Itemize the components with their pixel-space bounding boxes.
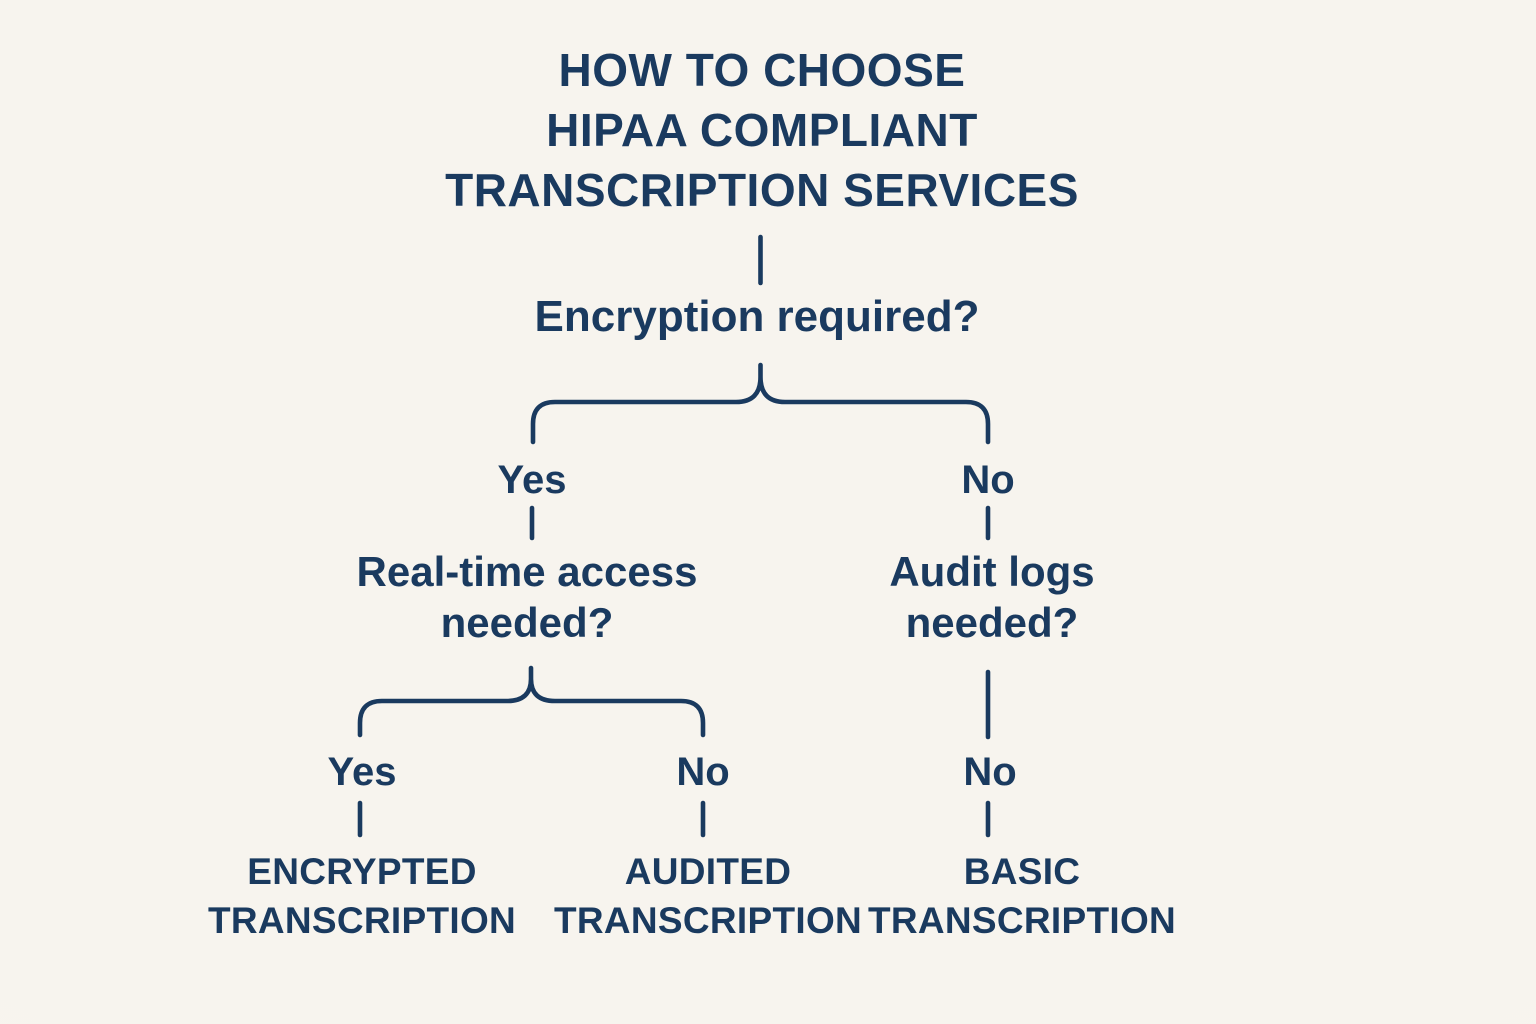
question-realtime-access: Real-time access needed? <box>357 546 698 648</box>
answer-no-level2-right: No <box>963 750 1017 794</box>
answer-no-level2: No <box>676 750 730 794</box>
answer-yes-level1: Yes <box>497 458 567 502</box>
question-realtime-access-line: needed? <box>440 599 614 646</box>
outcome-audited-transcription: AUDITED TRANSCRIPTION <box>554 847 862 945</box>
outcome-audited-line: AUDITED <box>624 851 792 892</box>
outcome-basic-line: TRANSCRIPTION <box>867 900 1177 941</box>
diagram-title-line: HIPAA COMPLIANT <box>546 104 978 156</box>
brace-level1-split <box>530 362 991 445</box>
outcome-basic-line: BASIC <box>963 851 1081 892</box>
diagram-title-line: TRANSCRIPTION SERVICES <box>445 164 1079 216</box>
brace-level2-split <box>357 665 706 738</box>
outcome-encrypted-line: ENCRYPTED <box>247 851 477 892</box>
outcome-encrypted-line: TRANSCRIPTION <box>207 900 517 941</box>
diagram-title: HOW TO CHOOSE HIPAA COMPLIANT TRANSCRIPT… <box>445 40 1079 220</box>
diagram-title-line: HOW TO CHOOSE <box>558 44 966 96</box>
question-encryption-required: Encryption required? <box>534 292 980 341</box>
question-audit-logs-line: Audit logs <box>889 548 1095 595</box>
outcome-audited-line: TRANSCRIPTION <box>553 900 863 941</box>
question-audit-logs-line: needed? <box>905 599 1079 646</box>
outcome-basic-transcription: BASIC TRANSCRIPTION <box>868 847 1176 945</box>
outcome-encrypted-transcription: ENCRYPTED TRANSCRIPTION <box>208 847 516 945</box>
answer-no-level1: No <box>961 458 1015 502</box>
question-audit-logs: Audit logs needed? <box>889 546 1094 648</box>
answer-yes-level2: Yes <box>327 750 397 794</box>
question-realtime-access-line: Real-time access <box>356 548 698 595</box>
